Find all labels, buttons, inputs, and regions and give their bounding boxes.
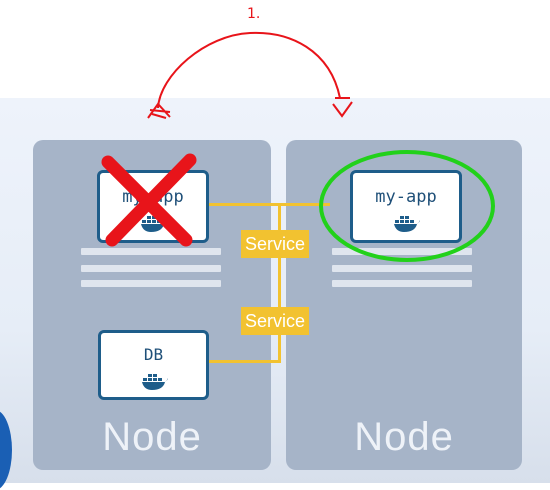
service-box-upper: Service xyxy=(241,230,310,258)
pod-my-app-right: my-app xyxy=(350,170,462,243)
red-arc-path xyxy=(157,31,341,109)
blue-edge-shape xyxy=(0,410,12,490)
node-label: Node xyxy=(102,415,202,459)
docker-whale-icon xyxy=(142,374,168,390)
connector-line xyxy=(278,203,281,363)
placeholder-line xyxy=(81,265,221,272)
pod-db: DB xyxy=(98,330,209,400)
connector-line xyxy=(208,360,281,363)
annotation-number: 1. xyxy=(247,6,260,22)
node-label: Node xyxy=(354,415,454,459)
pod-label: my-app xyxy=(122,187,184,207)
pod-label: DB xyxy=(143,345,164,364)
docker-whale-icon xyxy=(141,216,167,232)
placeholder-line xyxy=(81,280,221,287)
placeholder-line xyxy=(332,280,472,287)
pod-my-app-left: my-app xyxy=(97,170,209,243)
connector-line xyxy=(208,203,330,206)
docker-whale-icon xyxy=(394,216,420,232)
placeholder-line xyxy=(332,248,472,255)
pod-label: my-app xyxy=(375,187,437,207)
placeholder-line xyxy=(81,248,221,255)
placeholder-line xyxy=(332,265,472,272)
service-box-lower: Service xyxy=(241,307,310,335)
